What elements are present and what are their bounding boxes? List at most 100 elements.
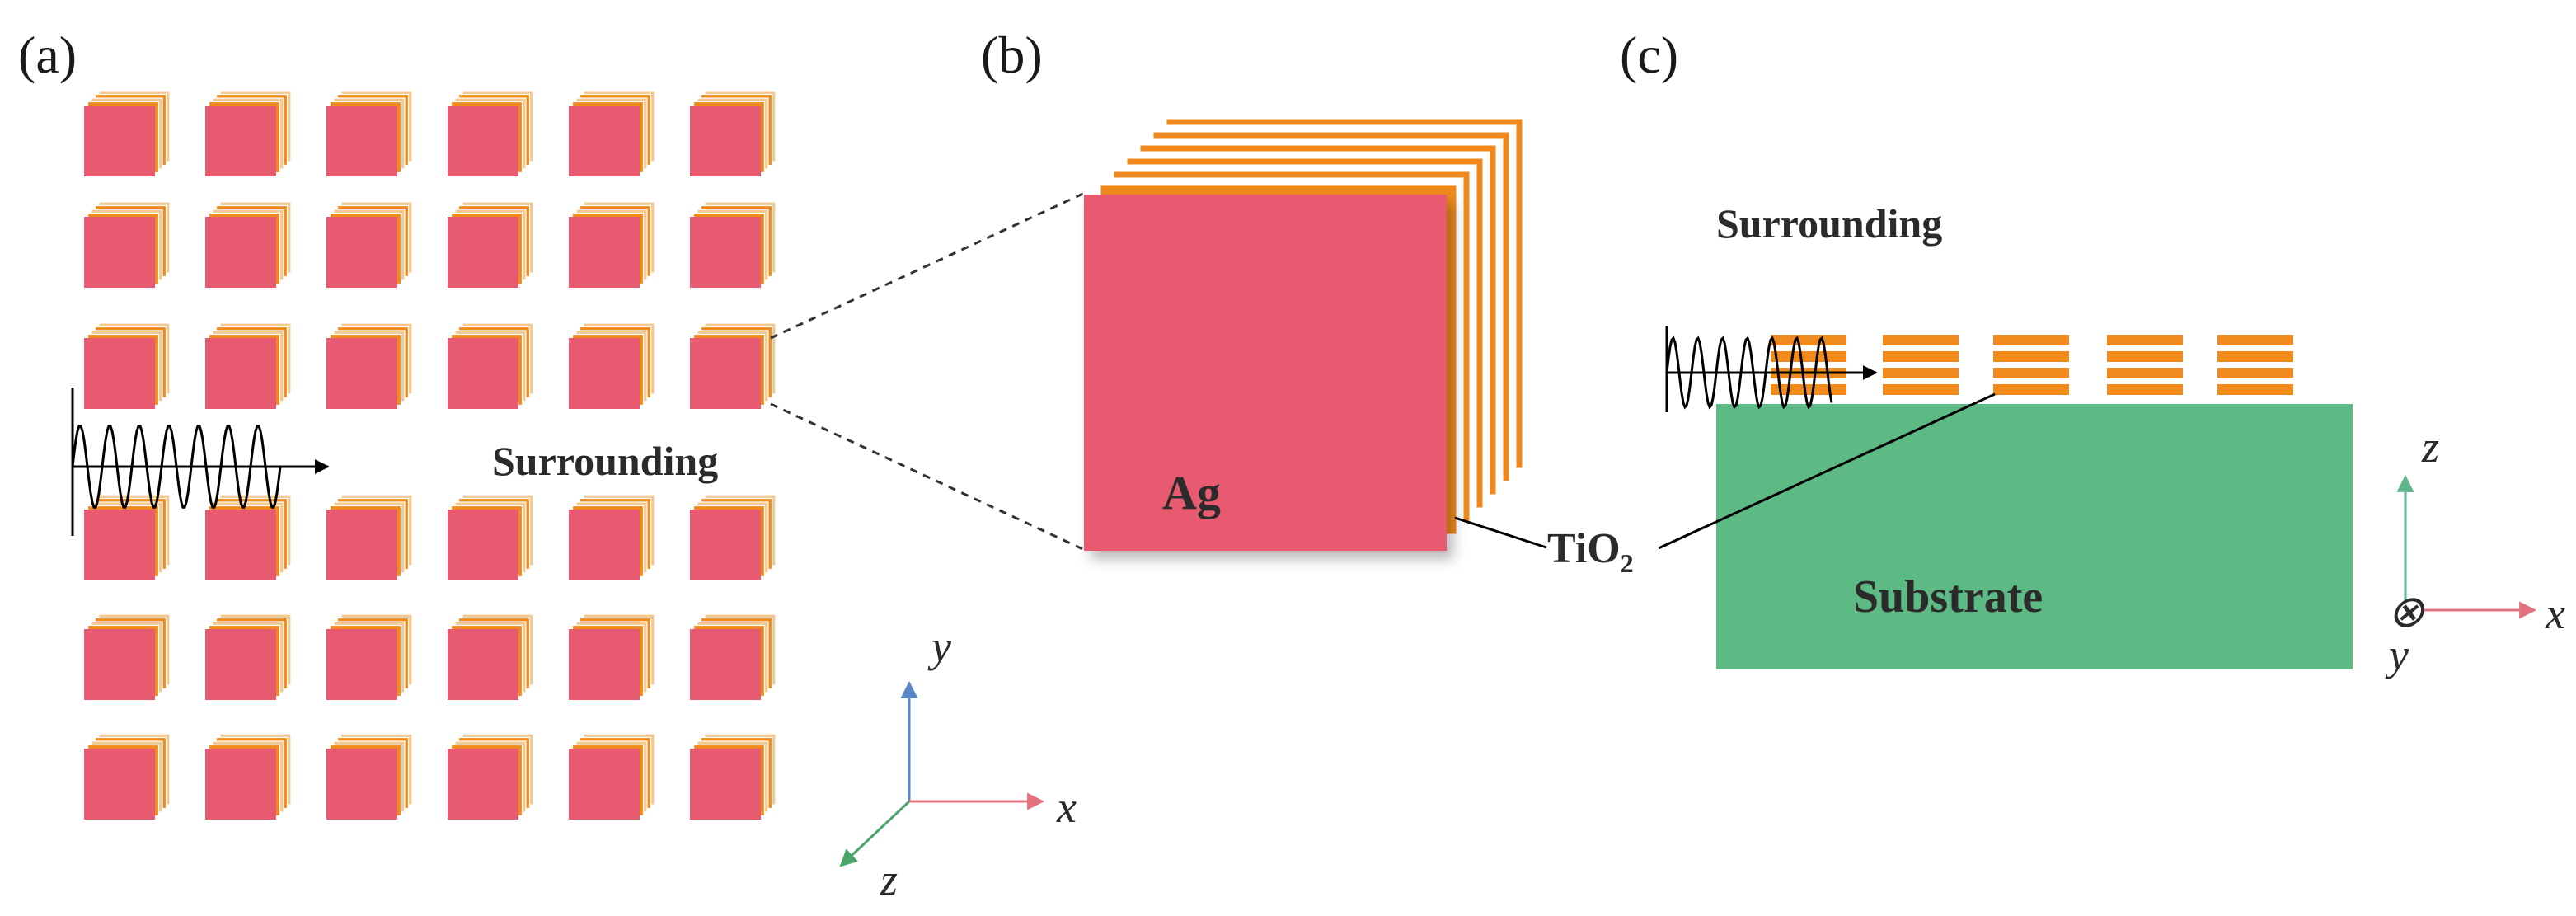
surrounding-label-c: Surrounding: [1716, 200, 1942, 247]
zoom-line-bottom: [770, 402, 1087, 552]
side-element-stripe: [1993, 335, 2069, 345]
cube-face: [690, 629, 761, 700]
side-element-stripe: [1993, 351, 2069, 362]
cube-face: [205, 217, 276, 288]
axes-c: z ⊗ y x: [2385, 422, 2565, 679]
nanocube: [84, 90, 171, 176]
cube-face: [326, 510, 397, 580]
side-element-stripe: [1883, 368, 1959, 378]
cube-face: [326, 106, 397, 176]
nanocube: [569, 90, 655, 176]
side-element: [1883, 335, 1959, 404]
cube-face: [448, 338, 518, 409]
side-element-stripe: [1771, 335, 1846, 345]
ag-face: [1084, 195, 1447, 551]
nanocube: [326, 201, 413, 288]
side-element-stripe: [2217, 335, 2293, 345]
panel-b-label: (b): [981, 26, 1043, 84]
tio2-leader-line-c: [1658, 392, 1996, 550]
axes-a: y x z: [839, 622, 1077, 904]
tio2-leader-line-b: [1454, 516, 1547, 549]
nanocube: [205, 733, 292, 820]
cube-face: [690, 510, 761, 580]
nanocube: [569, 733, 655, 820]
nanocube: [205, 494, 292, 580]
side-element-stripe: [1883, 384, 1959, 395]
nanocube: [205, 201, 292, 288]
nanocube: [448, 322, 534, 409]
nanocube: [205, 613, 292, 700]
nanocube: [690, 322, 777, 409]
nanocube: [690, 90, 777, 176]
side-view-elements: [1771, 335, 2293, 404]
side-element-stripe: [2107, 351, 2183, 362]
side-element-stripe: [2107, 335, 2183, 345]
tio2-label: TiO2: [1547, 525, 1634, 578]
cube-face: [448, 510, 518, 580]
zoom-line-top: [770, 190, 1087, 340]
axis-x-label-a: x: [1056, 782, 1077, 832]
nanocube: [205, 322, 292, 409]
cube-face: [690, 749, 761, 820]
nanocube: [84, 733, 171, 820]
cube-face: [569, 629, 640, 700]
cube-face: [326, 338, 397, 409]
axis-y-label-a: y: [927, 622, 951, 671]
nanocube: [569, 201, 655, 288]
ag-label: Ag: [1162, 466, 1221, 519]
cube-face: [569, 510, 640, 580]
cube-face: [448, 749, 518, 820]
cube-face: [84, 510, 155, 580]
tio2-label-main: TiO: [1547, 525, 1621, 572]
cube-face: [690, 338, 761, 409]
incident-wave-a: [71, 388, 330, 536]
incident-wave-c: [1665, 326, 1878, 412]
cube-face: [448, 106, 518, 176]
cube-face: [569, 749, 640, 820]
nanocube: [326, 90, 413, 176]
side-element: [1771, 335, 1846, 404]
cube-face: [326, 217, 397, 288]
nanocube: [448, 733, 534, 820]
cube-face: [690, 106, 761, 176]
nanocube: [326, 322, 413, 409]
nanocube: [84, 201, 171, 288]
tio2-label-subscript: 2: [1621, 548, 1634, 578]
nanocube: [690, 613, 777, 700]
cube-face: [205, 629, 276, 700]
nanocube: [448, 90, 534, 176]
cube-face: [84, 338, 155, 409]
side-element-stripe: [1771, 351, 1846, 362]
side-element-stripe: [1993, 384, 2069, 395]
cube-face: [569, 338, 640, 409]
cube-face: [326, 749, 397, 820]
surrounding-label-a: Surrounding: [492, 438, 718, 484]
panel-b: (b) Ag TiO2: [981, 26, 1634, 578]
side-element-stripe: [2107, 368, 2183, 378]
cube-face: [690, 217, 761, 288]
nanocube: [326, 494, 413, 580]
side-element-stripe: [1883, 335, 1959, 345]
cube-face: [569, 106, 640, 176]
cube-face: [84, 217, 155, 288]
nanocube: [84, 322, 171, 409]
side-element-stripe: [2217, 351, 2293, 362]
panel-c: (c) Surrounding Substrate z ⊗ y x: [1620, 26, 2565, 679]
side-element-stripe: [2217, 368, 2293, 378]
nanocube: [690, 733, 777, 820]
substrate-label: Substrate: [1853, 571, 2043, 622]
axis-y-label-c: y: [2385, 630, 2409, 679]
nanocube: [448, 494, 534, 580]
nanocube: [690, 494, 777, 580]
cube-face: [205, 106, 276, 176]
cube-array: [84, 90, 777, 820]
cube-face: [326, 629, 397, 700]
cube-face: [205, 510, 276, 580]
panel-c-label: (c): [1620, 26, 1678, 84]
axis-z-label-a: z: [880, 855, 898, 904]
cube-face: [205, 749, 276, 820]
nanocube: [569, 613, 655, 700]
nanocube: [205, 90, 292, 176]
nanocube: [448, 613, 534, 700]
